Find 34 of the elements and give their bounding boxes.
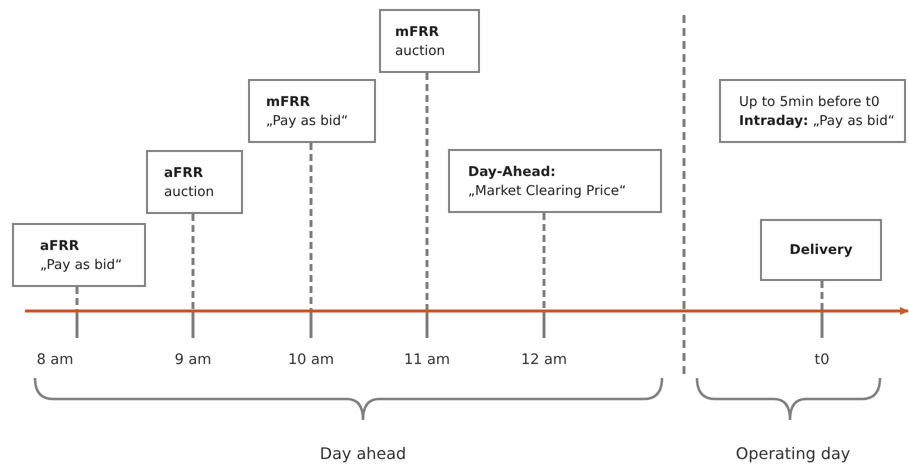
box-heading: Delivery	[789, 242, 853, 258]
box-heading: Up to 5min before t0	[739, 94, 880, 110]
box-heading: aFRR	[40, 238, 80, 254]
leader-line	[76, 287, 78, 311]
time-label: 8 am	[36, 352, 74, 368]
leader-line	[820, 281, 824, 311]
period-label: Day ahead	[320, 444, 406, 463]
time-label: 12 am	[520, 352, 568, 368]
event-box	[719, 79, 906, 143]
leader-line	[426, 73, 428, 311]
event-box	[12, 223, 146, 287]
event-box	[379, 9, 480, 73]
event-box	[146, 150, 243, 214]
box-text: „Market Clearing Price“	[468, 182, 626, 198]
leader-line	[542, 213, 546, 311]
period-label: Operating day	[736, 444, 850, 463]
box-heading: Day-Ahead:	[468, 164, 556, 180]
box-text: auction	[164, 184, 214, 200]
event-box	[760, 219, 882, 281]
time-label: 9 am	[174, 352, 212, 368]
box-text: „Pay as bid“	[266, 112, 348, 128]
box-text: Intraday: „Pay as bid“	[739, 112, 895, 128]
box-heading: mFRR	[395, 24, 440, 40]
box-text: auction	[395, 42, 446, 58]
box-heading: aFRR	[164, 164, 204, 180]
event-box	[248, 79, 376, 143]
box-heading: mFRR	[266, 94, 310, 110]
leader-line	[310, 143, 312, 311]
time-label: t0	[814, 352, 830, 368]
time-label: 11 am	[404, 352, 450, 368]
box-text: „Pay as bid“	[40, 256, 122, 272]
leader-line	[192, 214, 194, 311]
event-box	[448, 149, 662, 213]
time-label: 10 am	[288, 352, 334, 368]
